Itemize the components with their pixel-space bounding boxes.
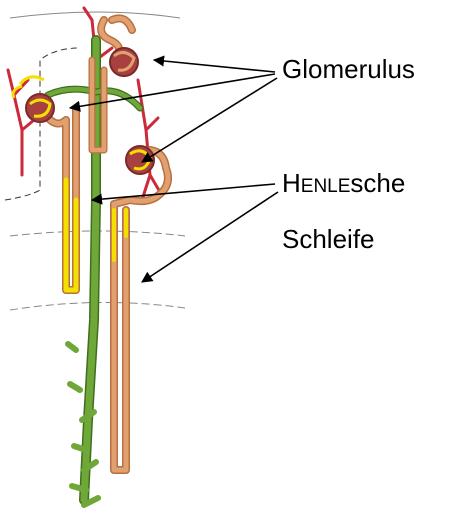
tubules bbox=[48, 18, 168, 470]
glomeruli bbox=[13, 48, 154, 174]
henle-smallcaps: ENLE bbox=[301, 176, 351, 197]
henle-label-line2: Schleife bbox=[282, 224, 375, 254]
arrow-glomerulus-top bbox=[154, 60, 275, 72]
henle-suffix: sche bbox=[350, 168, 405, 198]
henle-label-line1: HENLEsche bbox=[282, 168, 405, 202]
glomerulus-right bbox=[126, 146, 154, 174]
left-nephron-tubule bbox=[48, 110, 76, 290]
glomerulus-top bbox=[110, 48, 138, 76]
arrow-henle-left bbox=[92, 184, 275, 200]
henle-initial: H bbox=[282, 168, 301, 198]
arrow-henle-right bbox=[142, 192, 278, 282]
vessel-right bbox=[138, 80, 160, 200]
glomerulus-label: Glomerulus bbox=[282, 54, 415, 84]
cortex-top-boundary bbox=[10, 12, 180, 18]
arrow-glomerulus-right bbox=[142, 78, 277, 162]
